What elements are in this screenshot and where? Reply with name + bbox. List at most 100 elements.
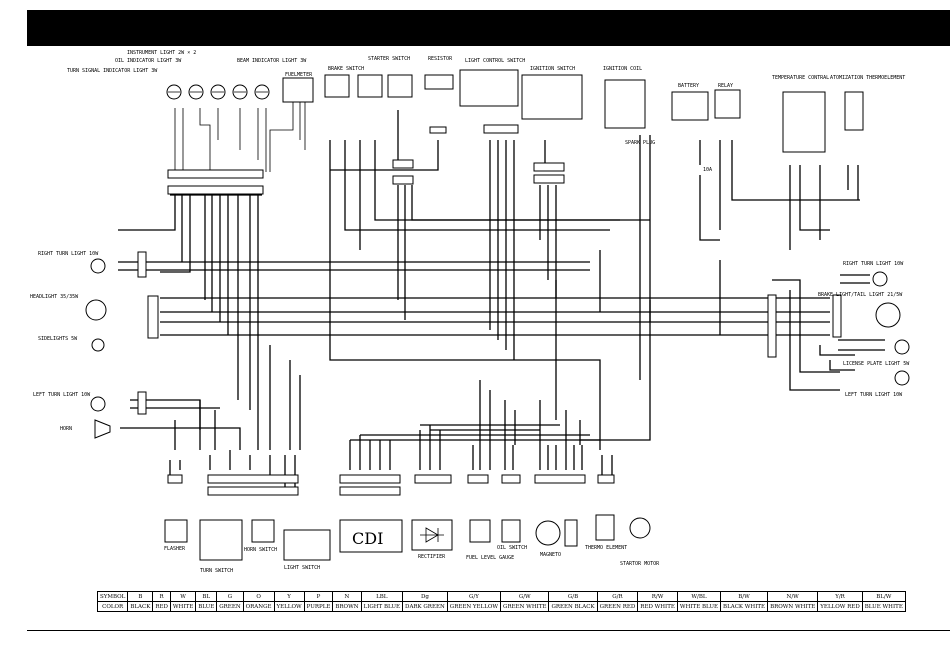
starter-motor-symbol [629, 517, 651, 539]
label-fuse: 10A [703, 167, 712, 173]
label-rectifier: RECTIFIER [418, 554, 446, 560]
legend-color: BLUE WHITE [861, 601, 906, 612]
label-thermo-element: THERMO ELEMENT [585, 545, 627, 551]
legend-color: RED [152, 601, 171, 612]
label-instrument-light: INSTRUMENT LIGHT 2W × 2 [127, 50, 196, 56]
flasher-box [164, 519, 188, 543]
legend-color: BROWN [332, 601, 362, 612]
label-license-plate: LICENSE PLATE LIGHT 5W [843, 361, 910, 367]
wiring-harness [118, 100, 885, 490]
legend-symbol: P [303, 591, 334, 602]
legend-color-row: COLOR BLACK RED WHITE BLUE GREEN ORANGE … [96, 601, 906, 612]
brake-switch-left-box [324, 74, 350, 98]
legend-symbol: G/W [500, 591, 550, 602]
legend-color: BLACK [127, 601, 154, 612]
right-lamps [872, 271, 910, 386]
legend-color-header: COLOR [96, 601, 129, 612]
legend-color: YELLOW RED [817, 601, 863, 612]
legend-symbol: W/BL [676, 591, 722, 602]
legend-symbol: BL/W [861, 591, 906, 602]
label-thermoelement: ATOMIZATION THERMOELEMENT [830, 75, 905, 81]
label-starter-motor: STARTOR MOTOR [620, 561, 660, 567]
label-left-turn-right: LEFT TURN LIGHT 10W [845, 392, 903, 398]
horn-switch-box [251, 519, 275, 543]
light-switch-box [283, 529, 331, 561]
label-turn-signal-indicator: TURN SIGNAL INDICATOR LIGHT 3W [67, 68, 158, 74]
label-relay: RELAY [718, 83, 733, 89]
legend-symbol-header: SYMBOL [96, 591, 129, 602]
label-spark-plug: SPARK PLUG [625, 140, 655, 146]
label-starter-switch: STARTER SWITCH [368, 56, 410, 62]
legend-color: GREEN [216, 601, 244, 612]
thermoelement-box [844, 91, 864, 131]
label-light-control-switch: LIGHT CONTROL SWITCH [465, 58, 525, 64]
legend-color: ORANGE [242, 601, 275, 612]
label-cdi: CDI [352, 529, 383, 548]
label-battery: BATTERY [678, 83, 699, 89]
legend-color: WHITE BLUE [676, 601, 722, 612]
label-headlight: HEADLIGHT 35/35W [30, 294, 79, 300]
legend-symbol: W [169, 591, 197, 602]
legend-color: BLACK WHITE [720, 601, 769, 612]
label-sidelights: SIDELIGHTS 5W [38, 336, 78, 342]
label-horn: HORN [60, 426, 72, 432]
legend-color: WHITE [169, 601, 197, 612]
label-brake-tail: BRAKE LIGHT/TAIL LIGHT 21/5W [818, 292, 903, 298]
label-brake-switch: BRAKE SWITCH [328, 66, 364, 72]
magneto-symbol [535, 520, 561, 546]
color-legend-table: SYMBOL B R W BL G O Y P N LBL Dg G/Y G/W… [96, 591, 906, 612]
legend-color: YELLOW [273, 601, 305, 612]
label-turn-switch: TURN SWITCH [200, 568, 233, 574]
legend-symbol: O [242, 591, 275, 602]
label-fuel-level-gauge: FUEL LEVEL GAUGE [466, 555, 514, 561]
labels: INSTRUMENT LIGHT 2W × 2 OIL INDICATOR LI… [30, 50, 910, 574]
battery-box [671, 91, 709, 121]
cdi-box [339, 519, 403, 553]
label-left-turn-left: LEFT TURN LIGHT 10W [33, 392, 91, 398]
temperature-control-box [782, 91, 826, 153]
ignition-switch-box [521, 74, 583, 120]
legend-color: GREEN RED [596, 601, 639, 612]
legend-color: LIGHT BLUE [360, 601, 404, 612]
label-oil-switch: OIL SWITCH [497, 545, 527, 551]
thermo-element-box [595, 514, 615, 541]
legend-color: PURPLE [303, 601, 334, 612]
label-horn-switch: HORN SWITCH [244, 547, 277, 553]
legend-color: GREEN YELLOW [446, 601, 502, 612]
legend-color: DARK GREEN [402, 601, 448, 612]
legend-symbol: B/W [720, 591, 769, 602]
legend-color: GREEN WHITE [500, 601, 550, 612]
label-ignition-coil: IGNITION COIL [603, 66, 642, 72]
legend-symbol: R/W [637, 591, 678, 602]
legend-symbol: Dg [402, 591, 448, 602]
legend-symbol-row: SYMBOL B R W BL G O Y P N LBL Dg G/Y G/W… [96, 591, 906, 602]
indicator-lamps [166, 84, 270, 100]
legend-color: BROWN WHITE [767, 601, 819, 612]
label-right-turn-right: RIGHT TURN LIGHT 10W [843, 261, 904, 267]
legend-color: GREEN BLACK [548, 601, 598, 612]
label-flasher: FLASHER [164, 546, 186, 552]
legend-symbol: BL [195, 591, 218, 602]
magneto-coil-box [564, 519, 578, 547]
legend-symbol: R [152, 591, 171, 602]
legend-symbol: G/R [596, 591, 639, 602]
label-beam-indicator: BEAM INDICATOR LIGHT 3W [237, 58, 307, 64]
label-resistor: RESISTOR [428, 56, 453, 62]
turn-switch-box [199, 519, 243, 561]
label-fuel-meter: FUELMETER [285, 72, 313, 78]
left-lamps [85, 258, 111, 439]
light-control-switch-box [459, 69, 519, 107]
legend-color: RED WHITE [637, 601, 678, 612]
label-oil-indicator: OIL INDICATOR LIGHT 3W [115, 58, 182, 64]
legend-symbol: G/B [548, 591, 598, 602]
legend-symbol: N/W [767, 591, 819, 602]
brake-switch-right-box [357, 74, 383, 98]
label-temperature-control: TEMPERATURE CONTRAL [772, 75, 829, 81]
label-right-turn-left: RIGHT TURN LIGHT 10W [38, 251, 99, 257]
legend-symbol: LBL [360, 591, 404, 602]
connectors [137, 124, 842, 496]
label-magneto: MAGNETO [540, 552, 561, 558]
ignition-coil-box [604, 79, 646, 129]
fuel-level-box [469, 519, 491, 543]
